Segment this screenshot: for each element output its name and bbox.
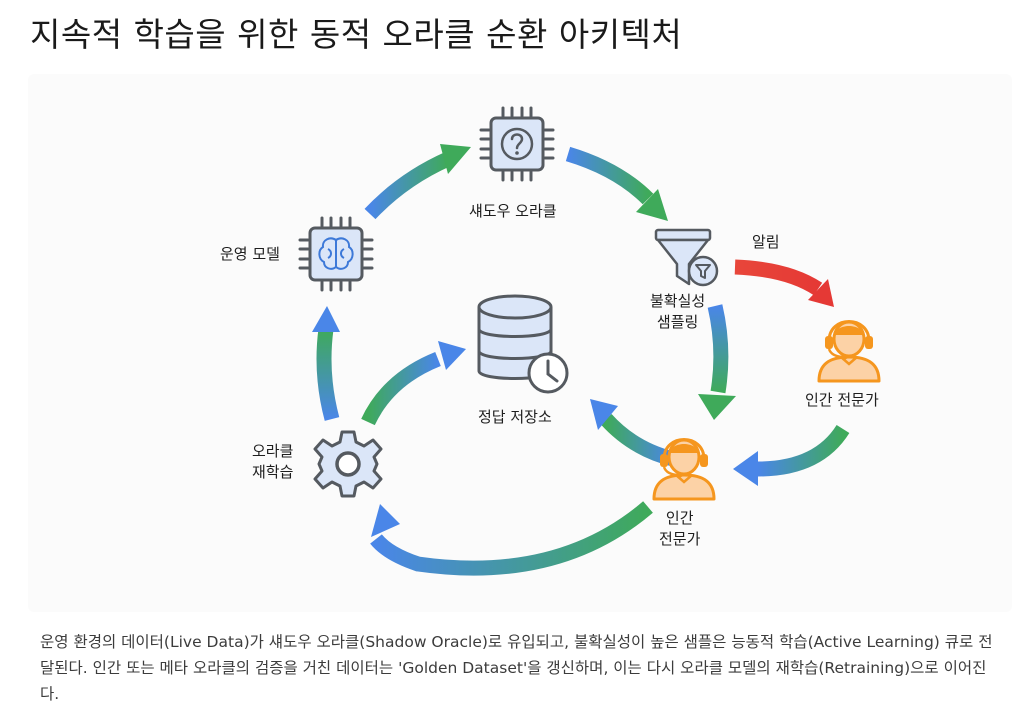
cycle-diagram (298, 106, 881, 576)
human-expert-right-label: 인간 전문가 (805, 391, 879, 409)
arrow-alert (734, 259, 834, 307)
arrow-expert-to-retrain (370, 501, 653, 576)
shadow-oracle-label: 섀도우 오라클 (469, 202, 557, 220)
page-title: 지속적 학습을 위한 동적 오라클 순환 아키텍처 (30, 15, 683, 54)
arrow-model-to-shadow (364, 144, 471, 220)
human-expert-bottom-label: 인간 전문가 (659, 508, 700, 550)
uncertainty-sampling-label-line1: 불확실성 (650, 292, 706, 310)
headset-person-icon (817, 320, 881, 383)
human-expert-bottom-label-line2: 전문가 (659, 530, 701, 548)
production-model-label: 운영 모델 (220, 245, 280, 263)
golden-store-label: 정답 저장소 (478, 408, 552, 426)
oracle-retrain-label-line2: 재학습 (252, 463, 294, 481)
diagram-panel: 운영 모델 섀도우 오라클 불확실성 샘플링 알림 인간 전문가 인간 전문가 … (28, 74, 1012, 612)
arrow-sampling-to-expert (698, 304, 736, 420)
alert-label: 알림 (752, 233, 780, 251)
arrow-retrain-to-store (361, 341, 466, 426)
funnel-filter-icon (654, 228, 719, 287)
gear-icon (313, 430, 383, 498)
arrow-expert-to-store (590, 399, 675, 467)
figure-caption: 운영 환경의 데이터(Live Data)가 섀도우 오라클(Shadow Or… (40, 633, 993, 703)
chip-brain-icon (298, 216, 374, 292)
uncertainty-sampling-label-line2: 샘플링 (656, 313, 699, 331)
oracle-retrain-label-line1: 오라클 (252, 442, 294, 460)
arrow-retrain-to-model (312, 306, 340, 421)
arrow-shadow-to-sampling (565, 146, 668, 221)
oracle-retrain-label: 오라클 재학습 (252, 441, 293, 483)
database-clock-icon (477, 294, 569, 394)
chip-question-icon (479, 106, 555, 182)
human-expert-bottom-label-line1: 인간 (665, 509, 694, 527)
headset-person-icon (652, 438, 716, 501)
arrow-expert-to-expert (733, 424, 850, 486)
uncertainty-sampling-label: 불확실성 샘플링 (650, 291, 705, 333)
